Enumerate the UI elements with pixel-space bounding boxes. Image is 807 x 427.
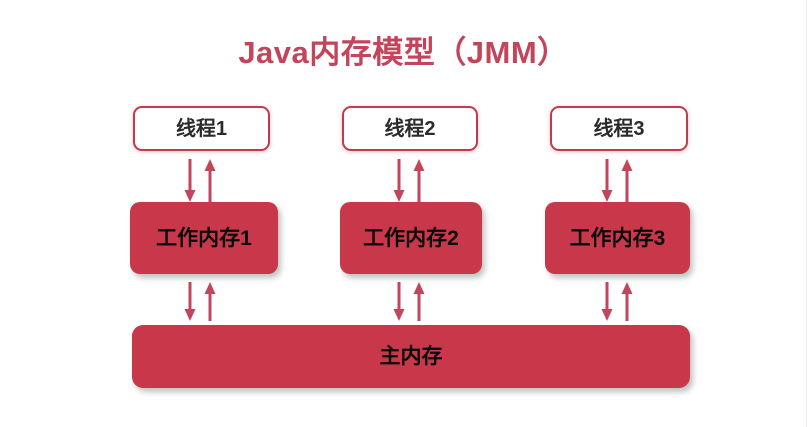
main-memory-label: 主内存 <box>379 345 443 368</box>
thread-label-2: 线程2 <box>384 117 436 140</box>
arrow-pair-workingmemory2-mainmemory <box>388 281 432 323</box>
arrow-pair-thread2-workingmemory2 <box>388 157 432 205</box>
working-memory-box-1: 工作内存1 <box>130 202 278 274</box>
working-memory-box-2: 工作内存2 <box>340 202 482 274</box>
thread-box-1: 线程1 <box>133 106 270 151</box>
main-memory-box: 主内存 <box>132 325 690 388</box>
arrow-down-icon <box>601 282 613 321</box>
arrow-down-icon <box>393 159 405 202</box>
arrow-pair-workingmemory3-mainmemory <box>596 281 640 323</box>
arrow-pair-workingmemory1-mainmemory <box>179 281 223 323</box>
working-memory-label-3: 工作内存3 <box>569 226 666 250</box>
arrow-down-icon <box>184 282 196 321</box>
arrow-up-icon <box>204 159 216 202</box>
arrow-down-icon <box>601 159 613 202</box>
arrow-down-icon <box>184 159 196 202</box>
arrow-up-icon <box>204 282 216 321</box>
working-memory-label-1: 工作内存1 <box>156 226 252 250</box>
arrow-up-icon <box>621 159 633 202</box>
thread-label-3: 线程3 <box>593 117 645 140</box>
arrow-up-icon <box>413 159 425 202</box>
arrow-up-icon <box>621 282 633 321</box>
arrow-down-icon <box>393 282 405 321</box>
working-memory-box-3: 工作内存3 <box>545 202 690 274</box>
arrow-pair-thread1-workingmemory1 <box>179 157 223 205</box>
thread-box-2: 线程2 <box>342 106 478 151</box>
arrow-pair-thread3-workingmemory3 <box>596 157 640 205</box>
thread-label-1: 线程1 <box>175 117 228 140</box>
thread-box-3: 线程3 <box>550 106 688 151</box>
arrow-up-icon <box>413 282 425 321</box>
working-memory-label-2: 工作内存2 <box>363 226 459 250</box>
page-title: Java内存模型（JMM） <box>238 35 569 70</box>
